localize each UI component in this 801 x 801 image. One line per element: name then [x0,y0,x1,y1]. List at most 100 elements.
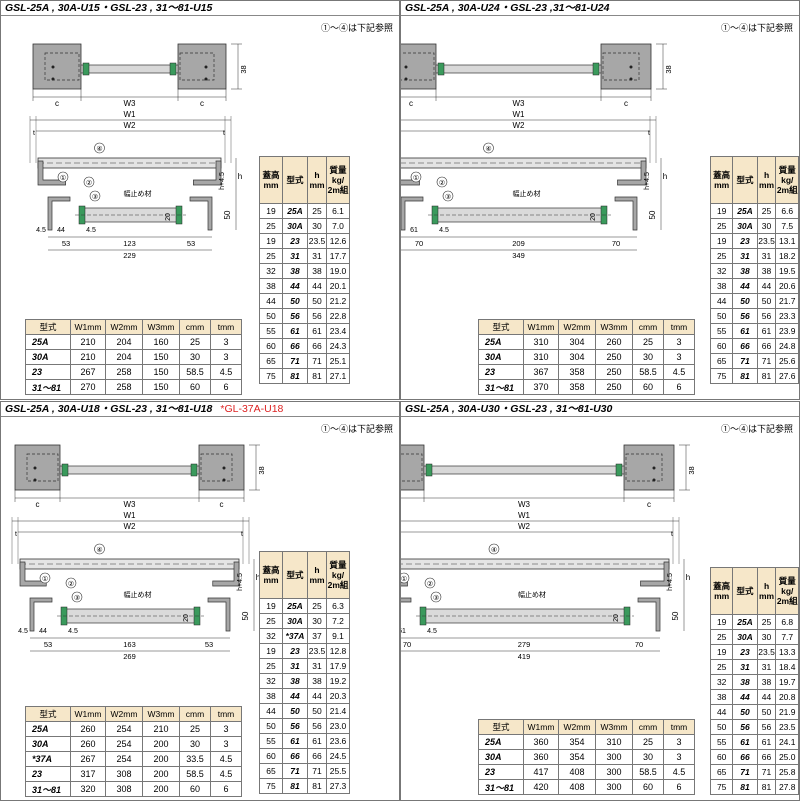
callout-marker [94,543,105,555]
height-table-cell: 6.1 [326,203,350,219]
spec-value-cell: 60 [179,781,211,797]
spec-value-cell: 200 [142,781,180,797]
hole-icon [629,65,633,69]
spec-value-cell: 258 [105,379,143,395]
height-table-cell: 50 [709,308,734,324]
spec-value-cell: 254 [105,751,143,767]
panel-title: GSL-25A , 30A-U15・GSL-23 , 31～81-U15 [1,1,399,16]
callout-number: ② [439,179,445,187]
spec-model-cell: 25A [25,721,71,737]
bolt-left-icon [82,62,90,76]
dim-bottom-right: 53 [187,239,195,248]
height-table-header: 蓋高 mm [259,551,283,599]
height-table-cell: 12.6 [326,233,350,249]
height-table-cell: 65 [709,764,734,780]
stopper-bar-plan [423,465,625,475]
height-table-cell: 61 [756,323,777,339]
spec-value-cell: 370 [523,379,559,395]
spec-value-cell: 6 [210,379,242,395]
hole-icon [51,77,55,81]
spec-value-cell: 250 [595,379,633,395]
height-table-cell: 18.4 [775,659,799,675]
height-table-cell: 25.1 [326,353,350,369]
spec-table-header: tmm [663,319,695,335]
height-table-cell: 31 [756,659,777,675]
height-table-cell: 60 [259,748,283,764]
spec-value-cell: 254 [105,736,143,752]
height-table-cell: 31 [282,248,308,264]
height-table-cell: 81 [282,778,308,794]
height-table-cell: 81 [756,779,777,795]
channel-section [617,160,647,186]
height-table-cell: 56 [307,308,327,324]
dim-w3: W3 [513,99,526,108]
height-table-cell: 71 [756,353,777,369]
height-table-cell: *37A [282,628,308,644]
height-table-cell: 21.7 [775,293,799,309]
dim-h: h [686,573,690,582]
spec-value-cell: 310 [523,334,559,350]
frame-section [47,196,71,231]
height-table-cell: 32 [709,263,734,279]
spec-value-cell: 4.5 [210,766,242,782]
height-table-cell: 12.8 [326,643,350,659]
spec-model-cell: 30A [478,349,524,365]
height-table-cell: 25 [756,203,777,219]
callout-number: ③ [445,193,451,201]
spec-table-header: cmm [179,319,211,335]
height-table-cell: 32 [709,674,734,690]
dim-38: 38 [664,65,673,73]
spec-table-header: W2mm [558,719,596,735]
spec-value-cell: 6 [663,779,695,795]
spec-table-header: 型式 [25,319,71,335]
panel-title: GSL-25A , 30A-U18・GSL-23 , 31～81-U18*GL-… [1,402,399,417]
spec-value-cell: 30 [632,749,664,765]
spec-table-header: W3mm [142,706,180,722]
bolt-right-icon [592,62,600,76]
height-table-cell: 32 [259,628,283,644]
reference-note: ①～④は下記参照 [720,424,793,434]
bolt-right-icon [190,463,198,477]
height-table-cell: 23 [732,233,758,249]
dim-c-right: c [200,99,204,108]
height-table-cell: 30 [756,218,777,234]
height-table-cell: 7.0 [326,218,350,234]
height-table-cell: 50 [709,719,734,735]
height-table-cell: 61 [307,733,327,749]
callout-marker [89,190,101,202]
spec-value-cell: 3 [663,334,695,350]
height-table-cell: 23.3 [775,308,799,324]
spec-value-cell: 300 [595,749,633,765]
height-table-cell: 75 [259,368,283,384]
spec-value-cell: 210 [70,334,106,350]
dim-h: h [238,172,242,181]
stopper-bar-plan [59,465,200,475]
height-table-cell: 25 [307,598,327,614]
callout-marker [65,577,77,589]
height-table-cell: 30A [732,629,758,645]
height-table-cell: 25.6 [775,353,799,369]
spec-value-cell: 200 [142,766,180,782]
height-table-cell: 61 [732,734,758,750]
dim-bottom-mid: 163 [123,640,136,649]
spec-value-cell: 210 [70,349,106,365]
spec-table-header: tmm [210,319,242,335]
spec-value-cell: 300 [595,779,633,795]
